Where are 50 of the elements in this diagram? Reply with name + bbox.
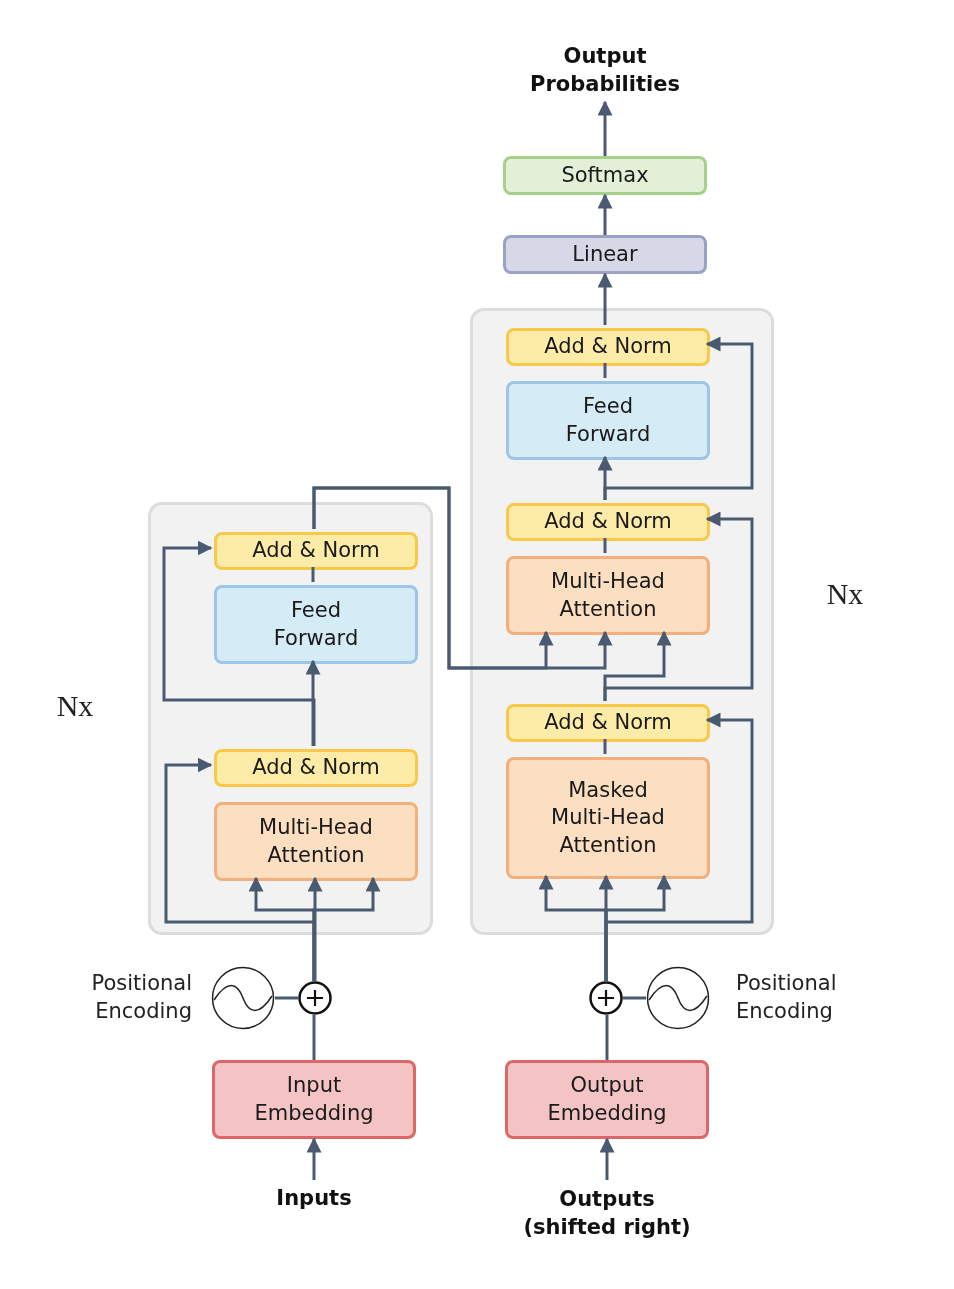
- arrow: [604, 712, 754, 981]
- feed-forward-box: [506, 381, 710, 460]
- box-label: Outputs (shifted right): [522, 1185, 692, 1241]
- box-label: Inputs: [275, 1184, 353, 1212]
- arrow: [603, 511, 754, 701]
- feed-forward-box: [214, 585, 418, 664]
- box-label: Output Probabilities: [529, 42, 681, 98]
- box-label: Add & Norm: [251, 537, 381, 565]
- arrow: [306, 1137, 322, 1180]
- arrow: [312, 486, 554, 670]
- layer-stack-panel: [470, 308, 774, 935]
- arrow: [603, 336, 754, 500]
- box-label: Linear: [571, 240, 639, 268]
- add-norm-box: [506, 328, 710, 366]
- box-label: Multi-Head Attention: [258, 814, 374, 869]
- add-norm-box: [506, 704, 710, 742]
- arrow: [164, 757, 316, 981]
- add-norm-box: [214, 532, 418, 570]
- side-label: Positional Encoding: [90, 969, 192, 1025]
- arrow: [307, 876, 323, 981]
- softmax-box: [503, 156, 707, 195]
- add-norm-box: [506, 503, 710, 541]
- repeat-count-label: Nx: [826, 575, 864, 612]
- add-norm-box: [214, 749, 418, 787]
- box-label: Softmax: [560, 161, 650, 189]
- linear-box: [503, 235, 707, 274]
- box-label: Feed Forward: [564, 393, 652, 448]
- attention-box: [214, 802, 418, 881]
- arrow: [305, 659, 321, 746]
- arrow: [162, 540, 316, 746]
- arrow: [599, 1137, 615, 1180]
- box-label: Output Embedding: [546, 1072, 668, 1127]
- arrow: [597, 272, 613, 325]
- embedding-box: [505, 1060, 709, 1139]
- box-label: Add & Norm: [543, 709, 673, 737]
- box-label: Feed Forward: [272, 597, 360, 652]
- arrow: [597, 100, 613, 156]
- box-label: Add & Norm: [543, 333, 673, 361]
- box-label: Add & Norm: [543, 508, 673, 536]
- arrow: [597, 193, 613, 235]
- attention-box: [506, 757, 710, 879]
- box-label: Input Embedding: [253, 1072, 375, 1127]
- attention-box: [506, 556, 710, 635]
- box-label: Multi-Head Attention: [550, 568, 666, 623]
- side-label: Positional Encoding: [736, 969, 838, 1025]
- repeat-count-label: Nx: [56, 687, 94, 724]
- box-label: Add & Norm: [251, 754, 381, 782]
- layer-stack-panel: [148, 502, 433, 935]
- embedding-box: [212, 1060, 416, 1139]
- box-label: Masked Multi-Head Attention: [550, 777, 666, 859]
